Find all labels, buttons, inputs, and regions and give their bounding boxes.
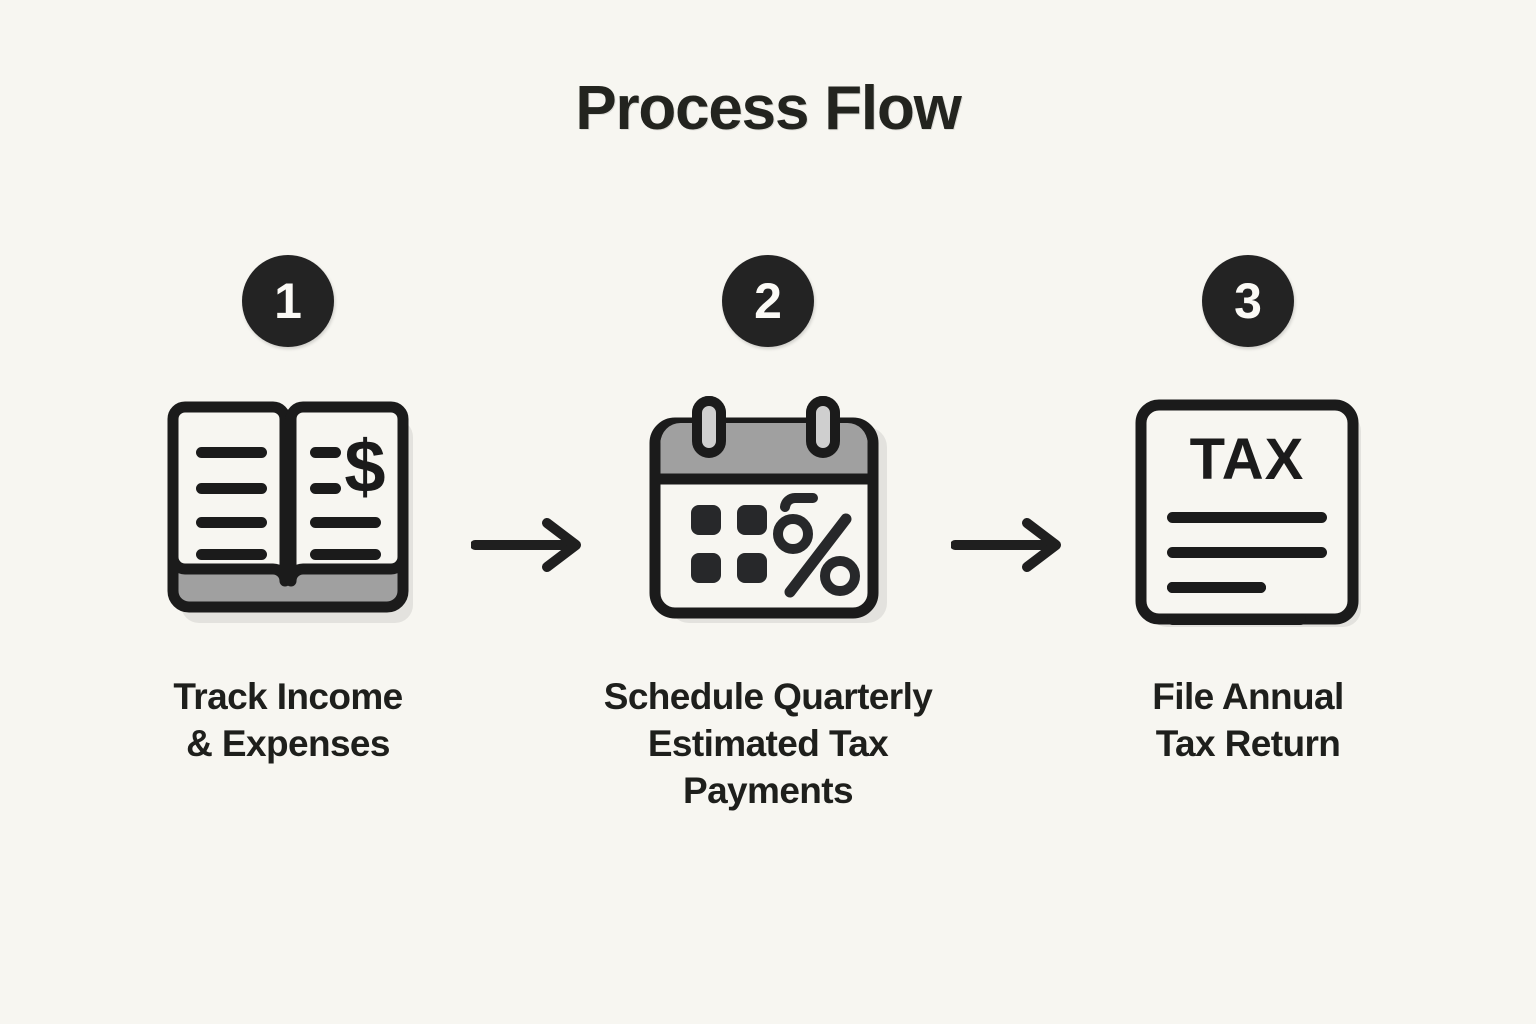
step-2-caption-line-2: Estimated Tax: [647, 722, 889, 764]
step-3-icon-wrap: TAX: [1115, 395, 1381, 630]
step-2-icon-wrap: [635, 395, 901, 630]
step-1: 1: [108, 255, 468, 768]
step-3: 3 TAX: [1068, 255, 1428, 768]
dollar-sign-glyph: $: [344, 425, 385, 508]
step-3-caption-line-2: Tax Return: [1155, 722, 1341, 764]
step-3-caption-line-1: File Annual: [1152, 676, 1344, 717]
percent-glyph: [773, 492, 860, 598]
step-3-caption: File Annual Tax Return: [1152, 674, 1344, 768]
step-number-badge-2: 2: [722, 255, 814, 347]
step-number-badge-1: 1: [242, 255, 334, 347]
step-1-icon-wrap: $: [155, 395, 421, 630]
tax-document-icon: TAX: [1135, 399, 1361, 627]
arrow-right-icon: [470, 518, 581, 572]
step-2-caption: Schedule Quarterly Estimated Tax Payment…: [604, 674, 933, 815]
step-2-caption-line-3: Payments: [682, 769, 854, 811]
step-1-caption: Track Income & Expenses: [173, 674, 403, 768]
arrow-step2-to-step3: [948, 517, 1068, 573]
steps-row: 1: [0, 255, 1536, 875]
step-1-caption-line-2: & Expenses: [186, 722, 390, 764]
page-title: Process Flow: [575, 74, 962, 143]
step-2-caption-line-1: Schedule Quarterly: [603, 676, 933, 717]
calendar-date-grid: [691, 505, 767, 583]
tax-document-label: TAX: [1190, 427, 1305, 492]
arrow-right-icon: [950, 518, 1061, 572]
step-number-badge-3: 3: [1202, 255, 1294, 347]
open-book-ledger-icon: $: [167, 401, 413, 623]
step-2: 2: [588, 255, 948, 815]
arrow-step1-to-step2: [468, 517, 588, 573]
calendar-percent-icon: [649, 396, 887, 623]
step-1-caption-line-1: Track Income: [173, 676, 403, 717]
